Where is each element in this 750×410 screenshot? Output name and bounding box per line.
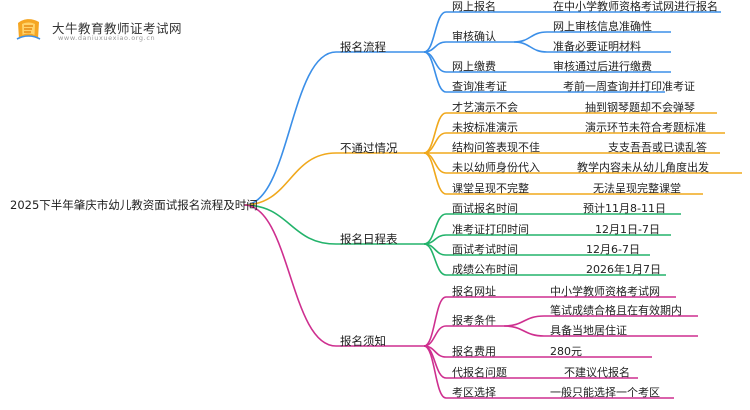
item-label: 成绩公布时间: [452, 263, 518, 276]
item-label: 考区选择: [452, 386, 496, 399]
connector-branch-item: [423, 243, 447, 276]
item-label: 结构问答表现不佳: [452, 141, 540, 154]
item-label: 报名费用: [452, 345, 496, 358]
connector-branch-item: [423, 152, 447, 174]
connector-item-detail: [503, 325, 545, 337]
detail-label: 一般只能选择一个考区: [550, 386, 660, 399]
connector-branch-item: [423, 11, 447, 53]
detail-label: 演示环节未符合考题标准: [585, 121, 706, 134]
item-label: 才艺演示不会: [452, 101, 518, 114]
detail-label: 考前一周查询并打印准考证: [563, 80, 695, 93]
detail-label: 网上审核信息准确性: [553, 20, 652, 33]
item-label: 准考证打印时间: [452, 223, 529, 236]
connector-branch-item: [423, 51, 447, 93]
connector-root-1: [243, 152, 337, 206]
connector-item-detail: [513, 31, 548, 43]
item-label: 课堂呈现不完整: [452, 182, 529, 195]
detail-label: 准备必要证明材料: [553, 40, 641, 53]
connector-root-0: [243, 51, 337, 206]
connector-root-2: [243, 204, 337, 245]
detail-label: 审核通过后进行缴费: [553, 60, 652, 73]
item-label: 报考条件: [452, 314, 496, 327]
detail-label: 预计11月8-11日: [583, 202, 666, 215]
item-label: 网上缴费: [452, 60, 496, 73]
detail-label: 支支吾吾或已读乱答: [608, 141, 707, 154]
connector-branch-item: [423, 132, 447, 154]
root-topic: 2025下半年肇庆市幼儿教资面试报名流程及时间: [10, 198, 258, 212]
connector-root-3: [243, 204, 337, 347]
connector-branch-item: [423, 296, 447, 347]
item-label: 面试考试时间: [452, 243, 518, 256]
detail-label: 不建议代报名: [564, 366, 630, 379]
item-label: 审核确认: [452, 30, 496, 43]
connector-branch-item: [423, 51, 447, 73]
item-label: 未按标准演示: [452, 121, 518, 134]
item-label: 网上报名: [452, 0, 496, 13]
connector-branch-item: [423, 325, 447, 347]
item-label: 代报名问题: [452, 366, 507, 379]
detail-label: 抽到钢琴题却不会弹琴: [585, 101, 695, 114]
detail-label: 中小学教师资格考试网: [550, 285, 660, 298]
detail-label: 笔试成绩合格且在有效期内: [550, 304, 682, 317]
detail-label: 2026年1月7日: [586, 263, 661, 276]
brand-domain: www.daniuxuexiao.org.cn: [58, 34, 156, 42]
detail-label: 具备当地居住证: [550, 324, 627, 337]
detail-label: 在中小学教师资格考试网进行报名: [553, 0, 718, 13]
detail-label: 无法呈现完整课堂: [593, 182, 681, 195]
item-label: 未以幼师身份代入: [452, 161, 540, 174]
detail-label: 教学内容未从幼儿角度出发: [577, 161, 709, 174]
connector-branch-item: [423, 345, 447, 399]
detail-label: 12月6-7日: [586, 243, 640, 256]
connector-item-detail: [513, 41, 548, 53]
connector-item-detail: [503, 315, 545, 327]
branch-label: 报名日程表: [340, 232, 398, 246]
branch-label: 报名流程: [340, 40, 386, 54]
branch-label: 不通过情况: [340, 141, 398, 155]
detail-label: 280元: [550, 345, 582, 358]
brand-name: 大牛教育教师证考试网: [52, 21, 183, 36]
item-label: 报名网址: [452, 285, 496, 298]
book-logo-icon: [16, 19, 41, 40]
detail-label: 12月1日-7日: [595, 223, 660, 236]
item-label: 查询准考证: [452, 80, 507, 93]
connector-branch-item: [423, 152, 447, 195]
item-label: 面试报名时间: [452, 202, 518, 215]
branch-label: 报名须知: [340, 334, 386, 348]
